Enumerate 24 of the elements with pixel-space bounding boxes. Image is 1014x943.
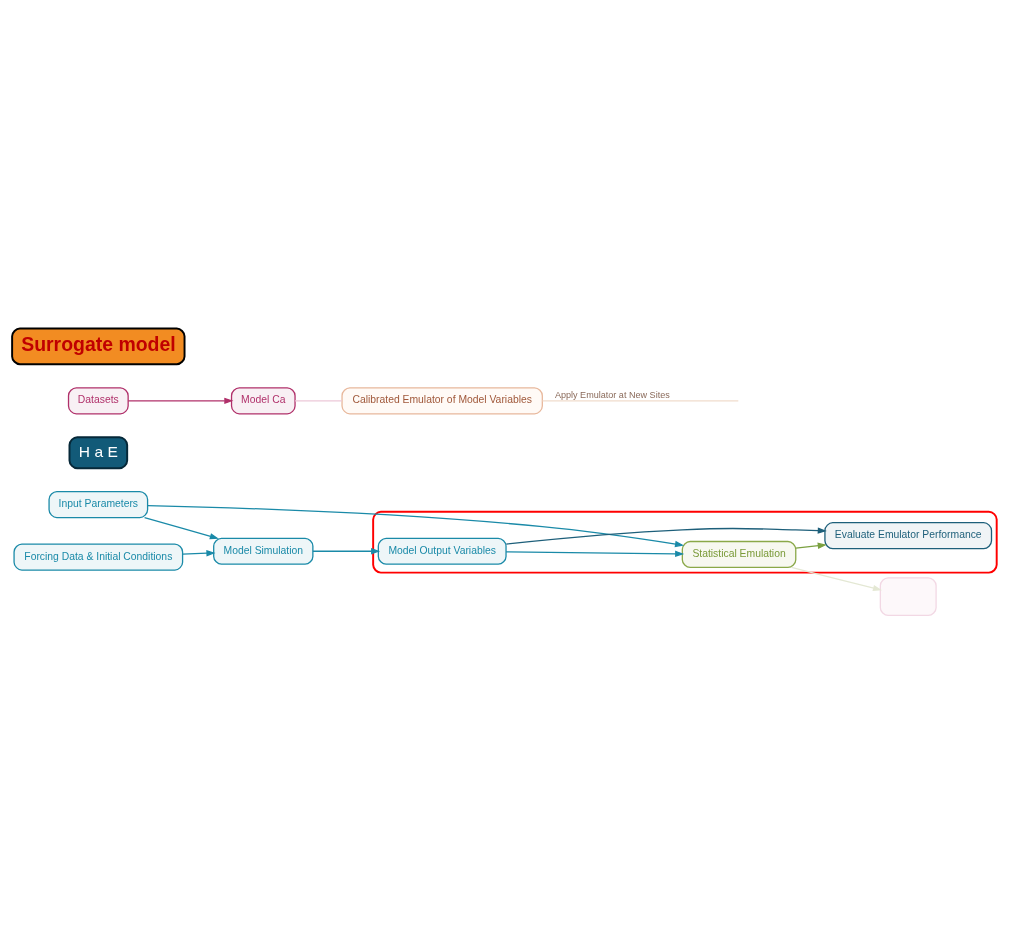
arrow xyxy=(795,542,827,549)
arrow xyxy=(505,526,827,545)
arrow xyxy=(790,566,883,591)
connector xyxy=(294,399,343,401)
arrow xyxy=(182,549,216,556)
arrow xyxy=(127,397,234,404)
arrow xyxy=(143,516,219,539)
arrow xyxy=(147,504,685,547)
node-box: Evaluate Emulator Performance xyxy=(824,521,993,549)
node-box: Forcing Data & Initial Conditions xyxy=(13,542,184,571)
node-box: Surrogate model xyxy=(11,327,186,365)
node-box: H a E xyxy=(68,435,129,469)
arrow xyxy=(312,547,381,554)
edge-label: Apply Emulator at New Sites xyxy=(554,389,670,400)
arrow xyxy=(505,550,685,557)
node-box: Model Output Variables xyxy=(377,537,507,565)
node-box: Input Parameters xyxy=(48,490,149,518)
node-box: Statistical Emulation xyxy=(681,540,797,568)
node-box xyxy=(879,576,937,616)
node-box: Datasets xyxy=(67,386,129,414)
connector xyxy=(541,399,739,401)
node-box: Model Simulation xyxy=(213,537,314,565)
node-box: Model Ca xyxy=(230,386,296,414)
node-box: Calibrated Emulator of Model Variables xyxy=(341,386,543,414)
